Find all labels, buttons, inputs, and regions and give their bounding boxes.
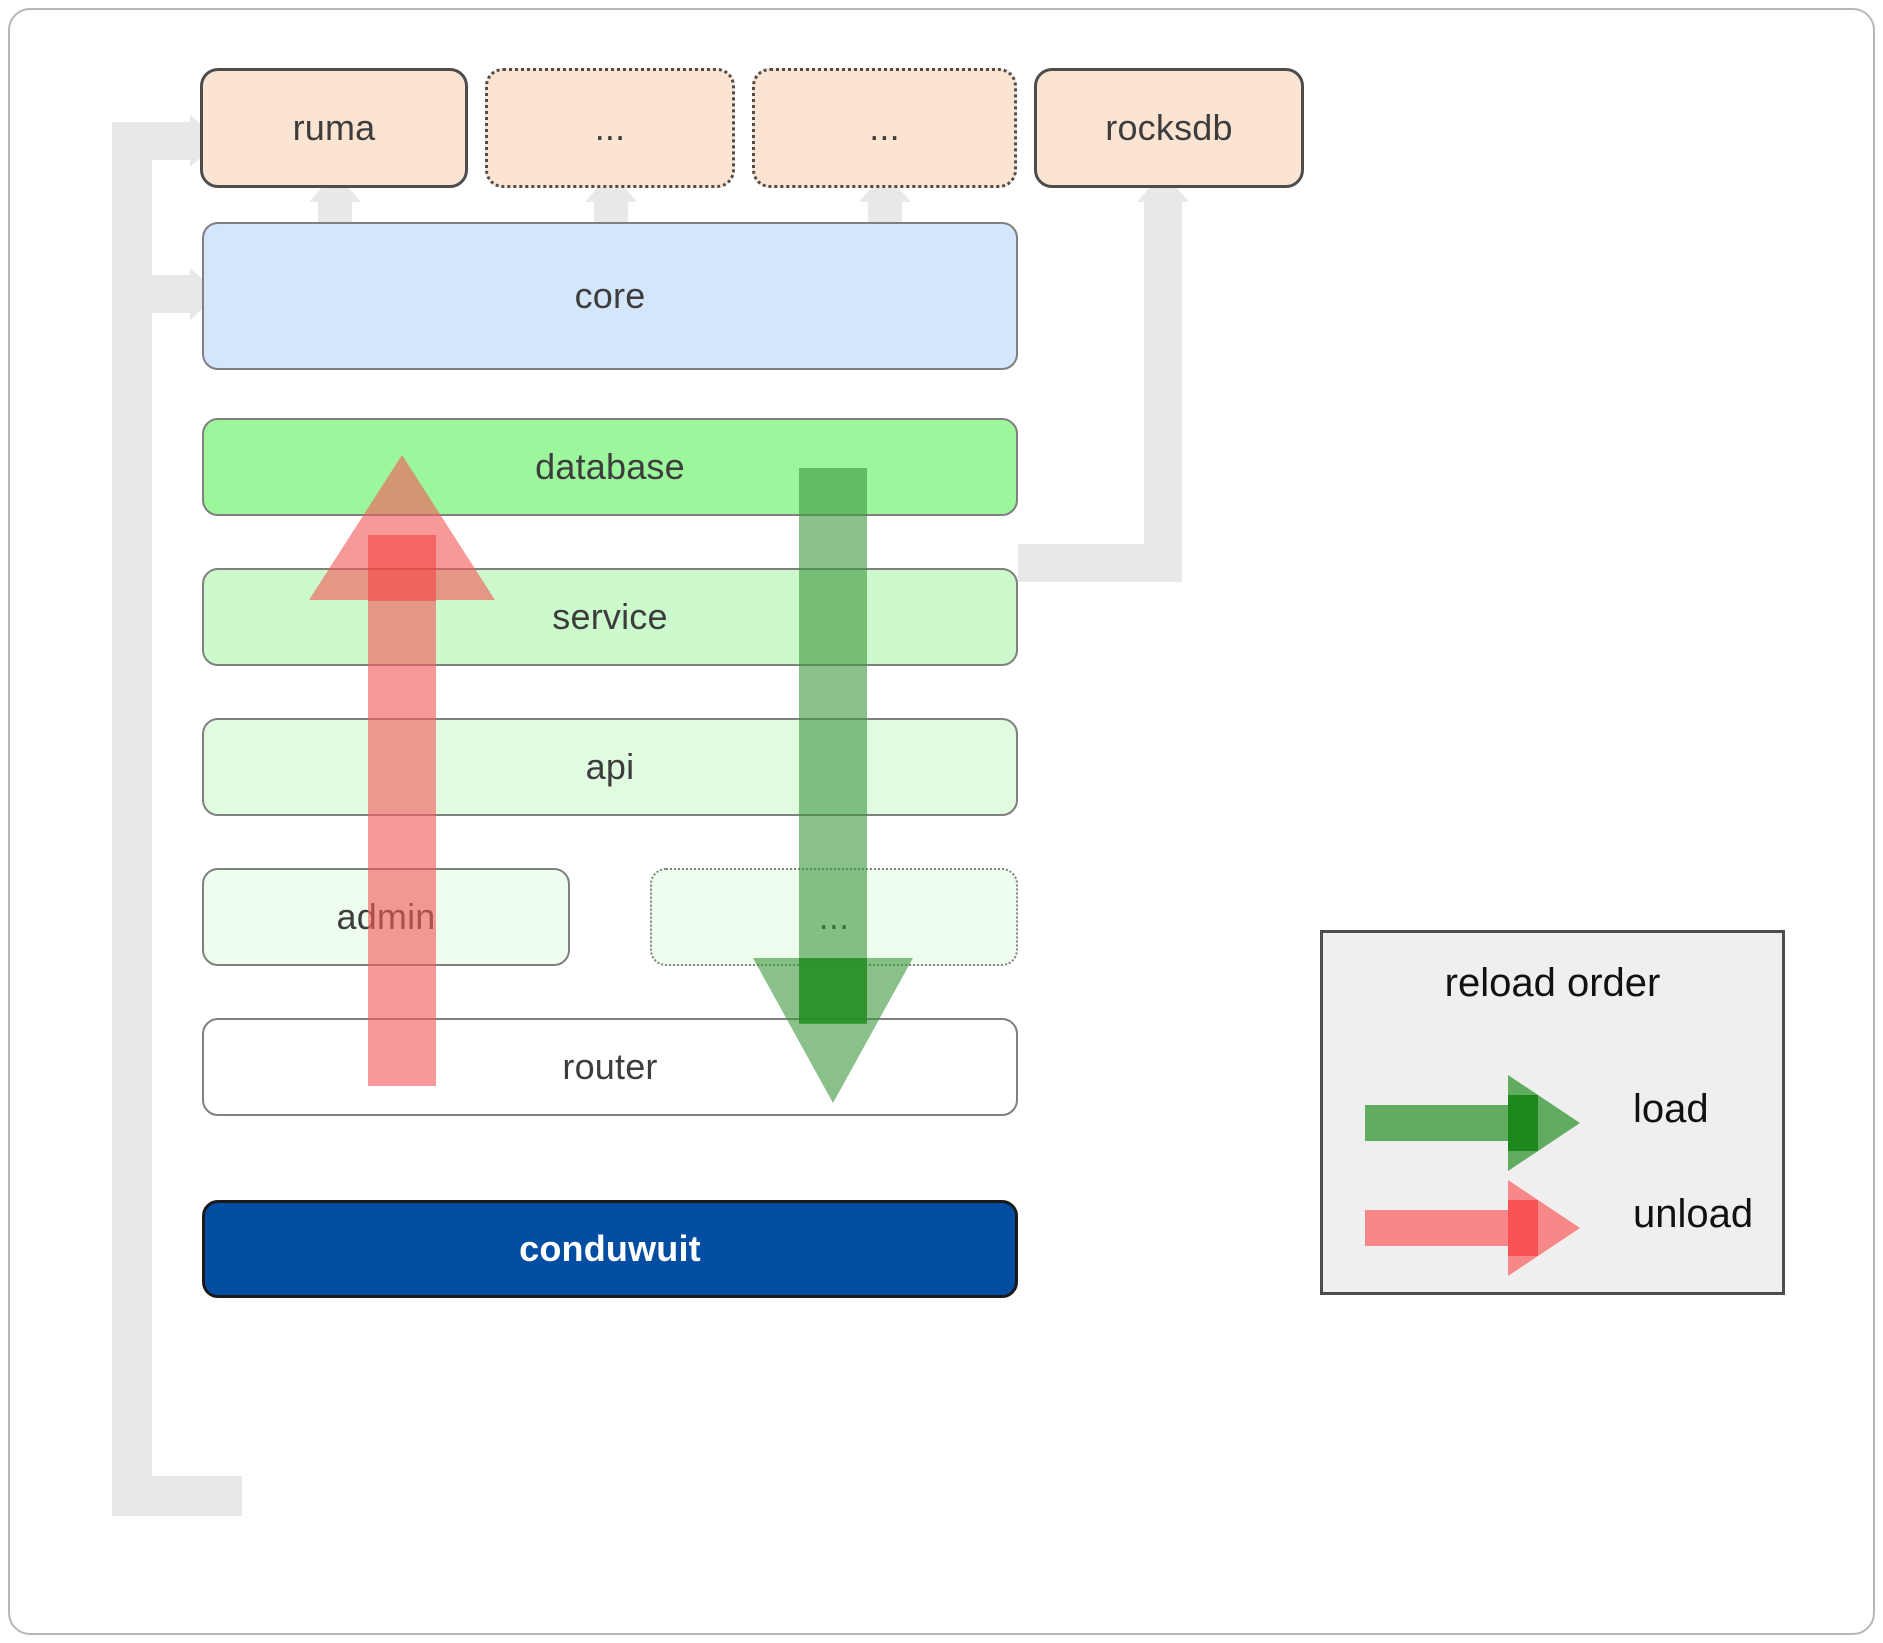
connector-trunk-to-main bbox=[112, 1476, 242, 1516]
layer-box-core[interactable]: core bbox=[202, 222, 1018, 370]
legend-row-load: load bbox=[1323, 1073, 1782, 1173]
dependency-box-ruma[interactable]: ruma bbox=[200, 68, 468, 188]
load-arrow-shaft bbox=[799, 468, 867, 1023]
layer-label: api bbox=[585, 746, 635, 787]
layer-box-api[interactable]: api bbox=[202, 718, 1018, 816]
legend-title: reload order bbox=[1444, 961, 1661, 1005]
dependency-box-placeholder-1[interactable]: ... bbox=[485, 68, 735, 188]
connector-database-to-rocksdb-v bbox=[1144, 196, 1182, 582]
unload-arrow-shaft bbox=[368, 600, 436, 1086]
legend-panel: reload order load unload bbox=[1320, 930, 1785, 1295]
layer-label: router bbox=[562, 1046, 658, 1087]
load-arrow-core bbox=[799, 958, 867, 1024]
legend-row-unload: unload bbox=[1323, 1178, 1782, 1278]
dependency-label: ruma bbox=[292, 107, 376, 148]
legend-load-arrow-core bbox=[1508, 1095, 1538, 1151]
connector-branch-core bbox=[112, 275, 192, 313]
legend-unload-arrow-shaft bbox=[1365, 1210, 1535, 1246]
dependency-label: rocksdb bbox=[1105, 107, 1233, 148]
layer-label: core bbox=[574, 275, 646, 316]
layer-label: database bbox=[535, 446, 685, 487]
unload-arrow-core bbox=[368, 535, 436, 601]
legend-load-label: load bbox=[1633, 1087, 1709, 1131]
connector-branch-ruma bbox=[112, 122, 192, 160]
legend-unload-label: unload bbox=[1633, 1192, 1754, 1236]
legend-unload-arrow-core bbox=[1508, 1200, 1538, 1256]
dependency-box-rocksdb[interactable]: rocksdb bbox=[1034, 68, 1304, 188]
dependency-label: ... bbox=[869, 107, 900, 148]
main-box-conduwuit[interactable]: conduwuit bbox=[202, 1200, 1018, 1298]
dependency-box-placeholder-2[interactable]: ... bbox=[752, 68, 1017, 188]
legend-load-arrow-shaft bbox=[1365, 1105, 1535, 1141]
main-label: conduwuit bbox=[519, 1228, 701, 1269]
connector-trunk-vertical bbox=[112, 128, 152, 1516]
layer-label: service bbox=[552, 596, 668, 637]
dependency-label: ... bbox=[594, 107, 626, 148]
